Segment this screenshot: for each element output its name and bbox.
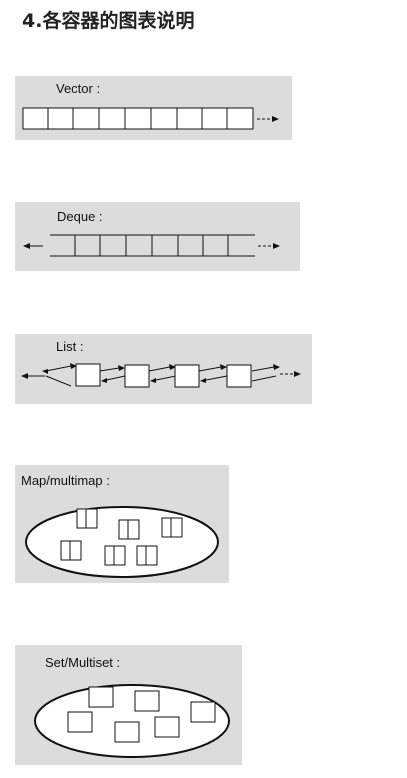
set-container-ellipse bbox=[34, 684, 230, 758]
map-label: Map/multimap : bbox=[21, 473, 110, 488]
set-element-1 bbox=[88, 686, 114, 708]
map-diagram: Map/multimap : bbox=[15, 465, 229, 583]
map-pair-3 bbox=[161, 517, 183, 538]
list-node-2 bbox=[124, 364, 150, 388]
list-front-arrow bbox=[21, 373, 45, 379]
list-back-arrow bbox=[251, 364, 301, 382]
section-heading: 4.各容器的图表说明 bbox=[22, 10, 195, 32]
map-pair-1 bbox=[76, 508, 98, 529]
list-node-1 bbox=[75, 363, 101, 387]
vector-diagram: Vector : bbox=[15, 76, 292, 140]
list-diagram: List : bbox=[15, 334, 312, 404]
map-pair-5 bbox=[104, 545, 126, 566]
set-label: Set/Multiset : bbox=[45, 655, 120, 670]
map-pair-6 bbox=[136, 545, 158, 566]
map-pair-4 bbox=[60, 540, 82, 561]
set-element-6 bbox=[190, 701, 216, 723]
map-pair-2 bbox=[118, 519, 140, 540]
vector-cells bbox=[22, 107, 254, 130]
list-node-4 bbox=[226, 364, 252, 388]
list-link-1 bbox=[42, 363, 77, 387]
set-element-2 bbox=[134, 690, 160, 712]
deque-back-arrow bbox=[258, 243, 280, 249]
list-link-2 bbox=[99, 365, 126, 383]
map-container-ellipse bbox=[25, 506, 219, 578]
deque-label: Deque : bbox=[57, 209, 103, 224]
list-link-4 bbox=[198, 364, 228, 383]
set-element-3 bbox=[67, 711, 93, 733]
set-diagram: Set/Multiset : bbox=[15, 645, 242, 765]
vector-growth-arrow bbox=[257, 116, 279, 122]
deque-cells bbox=[50, 234, 255, 257]
deque-diagram: Deque : bbox=[15, 202, 300, 271]
list-label: List : bbox=[56, 339, 83, 354]
list-link-3 bbox=[148, 364, 177, 383]
deque-front-arrow bbox=[23, 243, 43, 249]
set-element-5 bbox=[154, 716, 180, 738]
vector-label: Vector : bbox=[56, 81, 100, 96]
set-element-4 bbox=[114, 721, 140, 743]
list-node-3 bbox=[174, 364, 200, 388]
